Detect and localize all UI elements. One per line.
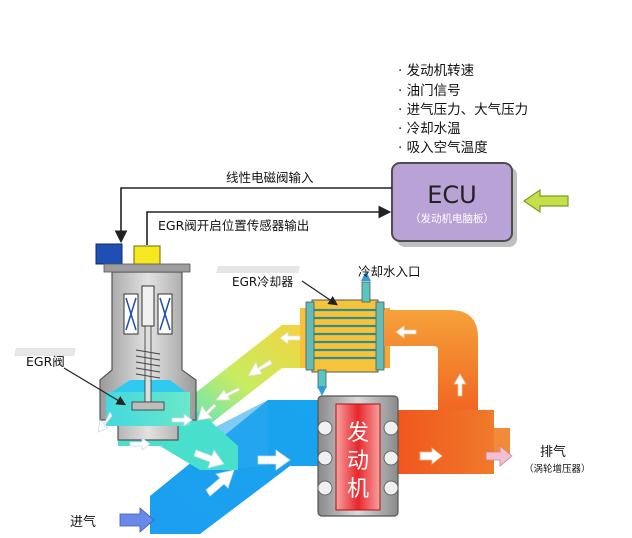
signal-wires: 线性电磁阀输入 EGR阀开启位置传感器输出 [114, 170, 392, 245]
engine-block: 发动机 [317, 395, 399, 517]
egr-valve-label: EGR阀 [26, 354, 65, 369]
ecu-title: ECU [427, 181, 477, 209]
egr-cooler [300, 271, 390, 396]
ecu-subtitle: （发动机电脑板） [410, 212, 494, 225]
egr-lower-pipe [180, 325, 312, 428]
diagram-labels: EGR冷却器 冷却水入口 EGR阀 排气 （涡轮增压器） 进气 [14, 264, 591, 530]
exhaust-note-label: （涡轮增压器） [524, 463, 591, 475]
intake-label: 进气 [70, 514, 96, 530]
ecu-body [391, 162, 513, 242]
coolant-inlet-label: 冷却水入口 [358, 264, 421, 279]
ecu-input-arrow-icon [522, 188, 569, 214]
sensor-output-label: EGR阀开启位置传感器输出 [158, 218, 309, 233]
solenoid-connector [95, 243, 123, 265]
intake-arrow-icon [119, 507, 155, 533]
flow-arrows [97, 325, 513, 533]
coolant-inlet-pipe [361, 281, 371, 303]
engine-label: 发动机 [347, 421, 369, 502]
ecu-input-item: · 油门信号 [398, 83, 461, 99]
coolant-outlet-pipe [317, 369, 327, 389]
solenoid-input-wire [114, 187, 392, 244]
engine-core [335, 403, 381, 511]
ecu-input-item: · 冷却水温 [398, 121, 461, 137]
exhaust-label: 排气 [540, 444, 566, 460]
egr-cooler-label: EGR冷却器 [232, 275, 293, 289]
valve-disc [131, 401, 165, 411]
ecu-box: ECU （发动机电脑板） [391, 162, 517, 247]
ecu-input-list: · 发动机转速 · 油门信号 · 进气压力、大气压力 · 冷却水温 · 吸入空气… [398, 63, 528, 156]
ecu-input-item: · 进气压力、大气压力 [398, 102, 528, 118]
exhaust-arrow-icon [485, 445, 513, 467]
exhaust-outlet-pipe [396, 410, 494, 474]
sensor-output-wire [146, 205, 392, 245]
solenoid-input-label: 线性电磁阀输入 [226, 170, 314, 185]
ecu-input-item: · 吸入空气温度 [398, 140, 488, 156]
exhaust-egr-loop [384, 310, 478, 430]
ecu-input-item: · 发动机转速 [398, 63, 474, 79]
egr-valve-assembly [95, 243, 197, 441]
